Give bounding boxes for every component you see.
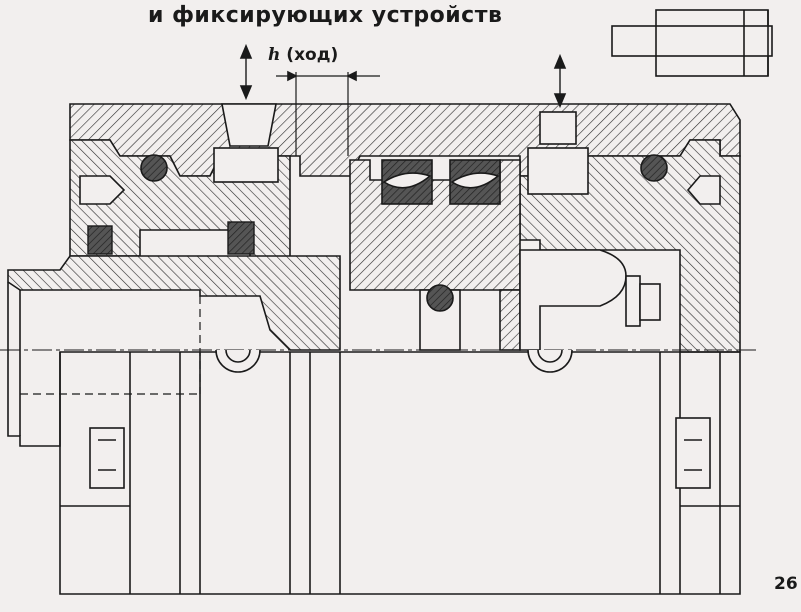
port-right (539, 111, 577, 145)
bushing-right (527, 147, 589, 195)
bushing-left (213, 147, 279, 183)
nut-left (89, 427, 125, 489)
piston-rod (7, 255, 341, 351)
inset-cylinder-symbol (611, 9, 773, 77)
rod-extension (7, 282, 61, 447)
o-ring-inner (426, 284, 454, 312)
rod-seal-center (227, 221, 255, 255)
port-left (221, 103, 277, 147)
page-heading: и фиксирующих устройств (148, 3, 503, 28)
plunger (519, 249, 627, 351)
o-ring-right (640, 154, 668, 182)
stroke-text: (ход) (286, 45, 339, 65)
nut-right (675, 417, 711, 489)
o-ring-left (140, 154, 168, 182)
stroke-label: h (ход) (268, 45, 338, 65)
stroke-symbol: h (268, 45, 281, 65)
cone-right (686, 175, 721, 205)
cylinder-lower (59, 351, 741, 595)
rod-seal-left (87, 225, 113, 255)
cone-left (79, 175, 126, 205)
inner-gland-right (499, 289, 521, 351)
page-number: 26 (774, 574, 798, 594)
